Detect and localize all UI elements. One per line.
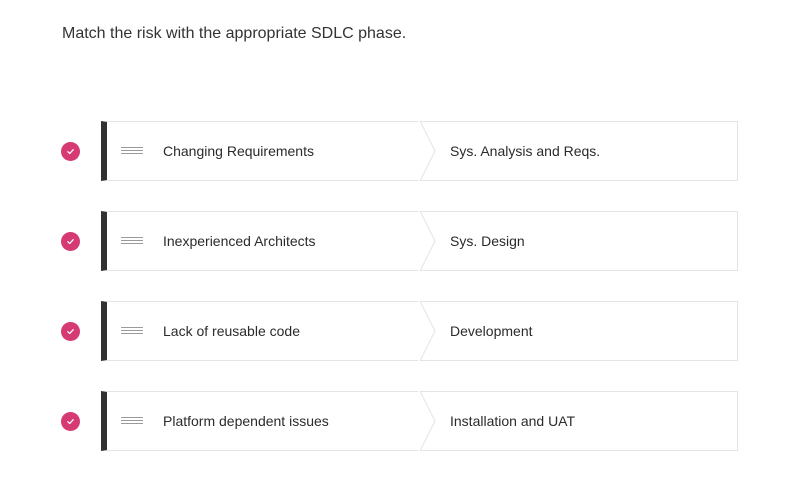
check-circle-icon [61, 232, 80, 251]
phase-drop-target[interactable]: Sys. Design [420, 211, 738, 271]
phase-label: Development [450, 323, 533, 339]
chevron-right-icon [418, 301, 436, 361]
match-pair: Changing Requirements Sys. Analysis and … [101, 121, 738, 181]
risk-label: Lack of reusable code [163, 323, 300, 339]
match-pair: Inexperienced Architects Sys. Design [101, 211, 738, 271]
check-circle-icon [61, 142, 80, 161]
chevron-right-icon [418, 391, 436, 451]
drag-handle-icon[interactable] [121, 327, 143, 336]
risk-label: Platform dependent issues [163, 413, 329, 429]
draggable-risk-item[interactable]: Changing Requirements [101, 121, 428, 181]
match-row: Platform dependent issues Installation a… [0, 391, 787, 451]
drag-handle-icon[interactable] [121, 147, 143, 156]
risk-label: Changing Requirements [163, 143, 314, 159]
check-circle-icon [61, 412, 80, 431]
question-prompt: Match the risk with the appropriate SDLC… [62, 25, 407, 42]
phase-drop-target[interactable]: Development [420, 301, 738, 361]
match-pair: Lack of reusable code Development [101, 301, 738, 361]
match-row: Lack of reusable code Development [0, 301, 787, 361]
draggable-risk-item[interactable]: Inexperienced Architects [101, 211, 428, 271]
check-circle-icon [61, 322, 80, 341]
phase-label: Sys. Design [450, 233, 525, 249]
risk-label: Inexperienced Architects [163, 233, 316, 249]
phase-label: Sys. Analysis and Reqs. [450, 143, 601, 159]
draggable-risk-item[interactable]: Lack of reusable code [101, 301, 428, 361]
drag-handle-icon[interactable] [121, 237, 143, 246]
draggable-risk-item[interactable]: Platform dependent issues [101, 391, 428, 451]
match-row: Changing Requirements Sys. Analysis and … [0, 121, 787, 181]
phase-drop-target[interactable]: Sys. Analysis and Reqs. [420, 121, 738, 181]
match-row: Inexperienced Architects Sys. Design [0, 211, 787, 271]
chevron-right-icon [418, 211, 436, 271]
phase-drop-target[interactable]: Installation and UAT [420, 391, 738, 451]
phase-label: Installation and UAT [450, 413, 576, 429]
match-pair: Platform dependent issues Installation a… [101, 391, 738, 451]
chevron-right-icon [418, 121, 436, 181]
drag-handle-icon[interactable] [121, 417, 143, 426]
